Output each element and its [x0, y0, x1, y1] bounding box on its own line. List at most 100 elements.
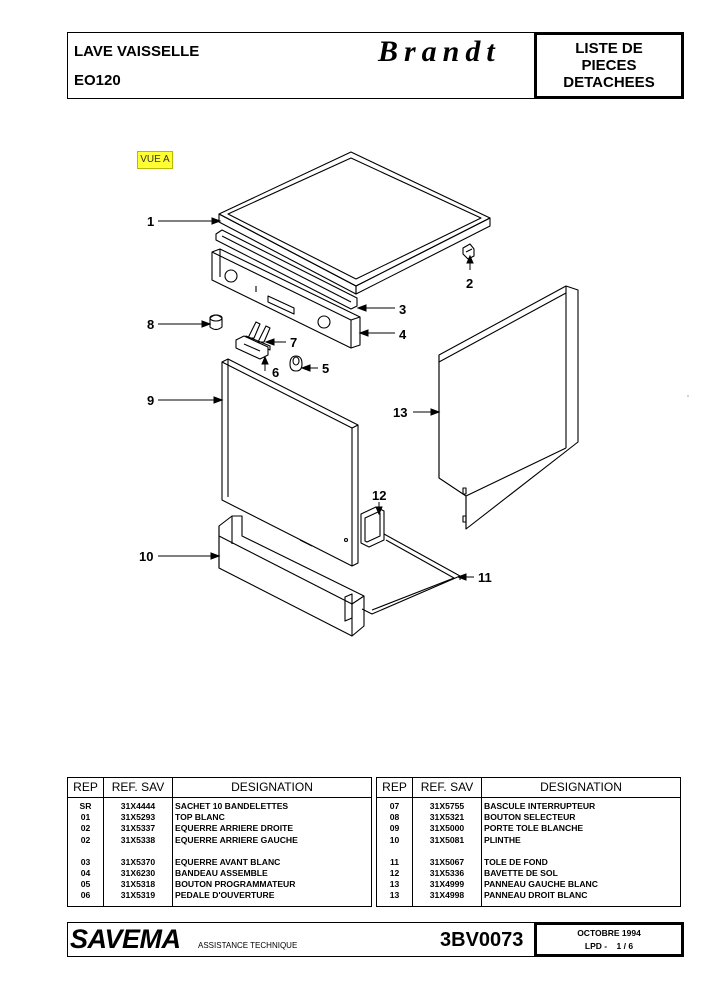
part-side-panel: [438, 285, 579, 530]
callout-10: 10: [139, 549, 154, 564]
table-cell: 12: [389, 867, 400, 878]
model-number: EO120: [74, 72, 121, 89]
table-cell: PLINTHE: [484, 834, 521, 845]
date-page-box: OCTOBRE 1994 LPD - 1 / 6: [534, 922, 684, 957]
table-cell: 13: [389, 890, 400, 901]
footer-frame: SAVEMA ASSISTANCE TECHNIQUE 3BV0073 OCTO…: [67, 922, 684, 957]
page-indicator: LPD - 1 / 6: [584, 941, 634, 951]
table-header: REP REF. SAV DESIGNATION: [377, 778, 680, 798]
table-cell: PANNEAU GAUCHE BLANC: [484, 879, 598, 890]
table-cell: 02: [80, 834, 91, 845]
header-rep: REP: [377, 778, 413, 797]
table-cell: 13: [389, 879, 400, 890]
leader-lines: [158, 217, 474, 581]
table-cell: 06: [80, 890, 91, 901]
table-cell: 31X5081: [429, 834, 465, 845]
part-door: [221, 358, 359, 567]
table-cell: BASCULE INTERRUPTEUR: [484, 801, 596, 811]
table-cell: 02: [80, 823, 91, 834]
table-cell: 31X5337: [120, 823, 156, 834]
parts-table-left: REP REF. SAV DESIGNATION SR 01 02 02 03 …: [67, 777, 372, 907]
table-cell: 08: [389, 812, 400, 823]
doc-type-line3: DETACHEES: [563, 74, 655, 91]
table-cell: 31X4998: [429, 890, 465, 901]
table-cell: PORTE TOLE BLANCHE: [484, 823, 584, 834]
table-cell: SACHET 10 BANDELETTES: [175, 801, 289, 811]
table-cell: BANDEAU ASSEMBLE: [175, 867, 268, 878]
column-ref: 31X4444 31X5293 31X5337 31X5338 31X5370 …: [104, 798, 173, 906]
callout-13: 13: [393, 405, 408, 420]
part-selector-knob: [209, 314, 223, 331]
exploded-view-drawing: [158, 151, 689, 637]
column-ref: 31X5755 31X5321 31X5000 31X5081 31X5067 …: [413, 798, 482, 906]
callout-1: 1: [147, 214, 155, 229]
table-cell: 31X5336: [429, 867, 465, 878]
callout-12: 12: [372, 488, 387, 503]
header-ref: REF. SAV: [413, 778, 482, 797]
part-base-plate: [361, 533, 461, 615]
table-cell: 10: [389, 834, 400, 845]
table-cell: 31X5293: [120, 812, 156, 823]
table-cell: 31X4444: [120, 801, 156, 811]
header-frame: LAVE VAISSELLE EO120 Brandt LISTE DE PIE…: [67, 32, 684, 99]
header-ref: REF. SAV: [104, 778, 173, 797]
doc-type-box: LISTE DE PIECES DETACHEES: [534, 32, 684, 99]
table-cell: 04: [80, 867, 91, 878]
document-number: 3BV0073: [440, 929, 524, 951]
table-cell: 03: [80, 856, 91, 867]
column-rep: 07 08 09 10 11 12 13 13: [377, 798, 413, 906]
table-cell: 09: [389, 823, 400, 834]
department-label: ASSISTANCE TECHNIQUE: [198, 941, 298, 950]
table-cell: 31X5319: [120, 890, 156, 901]
table-cell: BOUTON SELECTEUR: [484, 812, 576, 823]
table-cell: 31X5370: [120, 856, 156, 867]
header-rep: REP: [68, 778, 104, 797]
table-cell: BOUTON PROGRAMMATEUR: [175, 879, 296, 890]
part-control-panel: [211, 248, 361, 349]
table-cell: 31X5755: [429, 801, 465, 811]
part-programmer-knob: [289, 355, 303, 372]
part-opening-pedal: [235, 335, 269, 360]
column-designation: BASCULE INTERRUPTEUR BOUTON SELECTEUR PO…: [482, 798, 680, 906]
parts-table-right: REP REF. SAV DESIGNATION 07 08 09 10 11 …: [376, 777, 681, 907]
part-front-bracket: [215, 229, 358, 310]
doc-type-line2: PIECES: [581, 57, 637, 74]
column-rep: SR 01 02 02 03 04 05 06: [68, 798, 104, 906]
table-cell: EQUERRE ARRIERE GAUCHE: [175, 834, 298, 845]
callout-9: 9: [147, 393, 155, 408]
callout-7: 7: [290, 335, 298, 350]
table-cell: 07: [389, 801, 400, 811]
part-top-panel: [218, 151, 491, 295]
header-designation: DESIGNATION: [540, 780, 622, 794]
machine-name: LAVE VAISSELLE: [74, 43, 200, 60]
header-left: LAVE VAISSELLE EO120 Brandt: [68, 33, 534, 98]
view-label-badge[interactable]: VUE A: [137, 151, 173, 169]
table-cell: 31X5321: [429, 812, 465, 823]
table-cell: SR: [79, 801, 92, 811]
table-cell: BAVETTE DE SOL: [484, 867, 558, 878]
table-cell: 31X5000: [429, 823, 465, 834]
part-plinth: [218, 515, 365, 637]
table-cell: EQUERRE AVANT BLANC: [175, 856, 281, 867]
table-cell: TOLE DE FOND: [484, 856, 548, 867]
callout-4: 4: [399, 327, 407, 342]
callout-6: 6: [272, 365, 280, 380]
callout-3: 3: [399, 302, 407, 317]
brand-logo: Brandt: [378, 35, 501, 68]
table-cell: 01: [80, 812, 91, 823]
table-cell: 05: [80, 879, 91, 890]
table-cell: TOP BLANC: [175, 812, 225, 823]
part-floor-flap: [360, 506, 385, 548]
table-cell: 31X6230: [120, 867, 156, 878]
table-cell: 31X5067: [429, 856, 465, 867]
doc-type-line1: LISTE DE: [575, 40, 643, 57]
table-cell: EQUERRE ARRIERE DROITE: [175, 823, 294, 834]
part-rear-bracket: [462, 243, 475, 260]
column-designation: SACHET 10 BANDELETTES TOP BLANC EQUERRE …: [173, 798, 371, 906]
table-cell: PANNEAU DROIT BLANC: [484, 890, 588, 901]
table-cell: PEDALE D'OUVERTURE: [175, 890, 275, 901]
table-cell: 31X5318: [120, 879, 156, 890]
company-logo: SAVEMA: [70, 924, 181, 954]
table-cell: 31X5338: [120, 834, 156, 845]
callout-5: 5: [322, 361, 330, 376]
